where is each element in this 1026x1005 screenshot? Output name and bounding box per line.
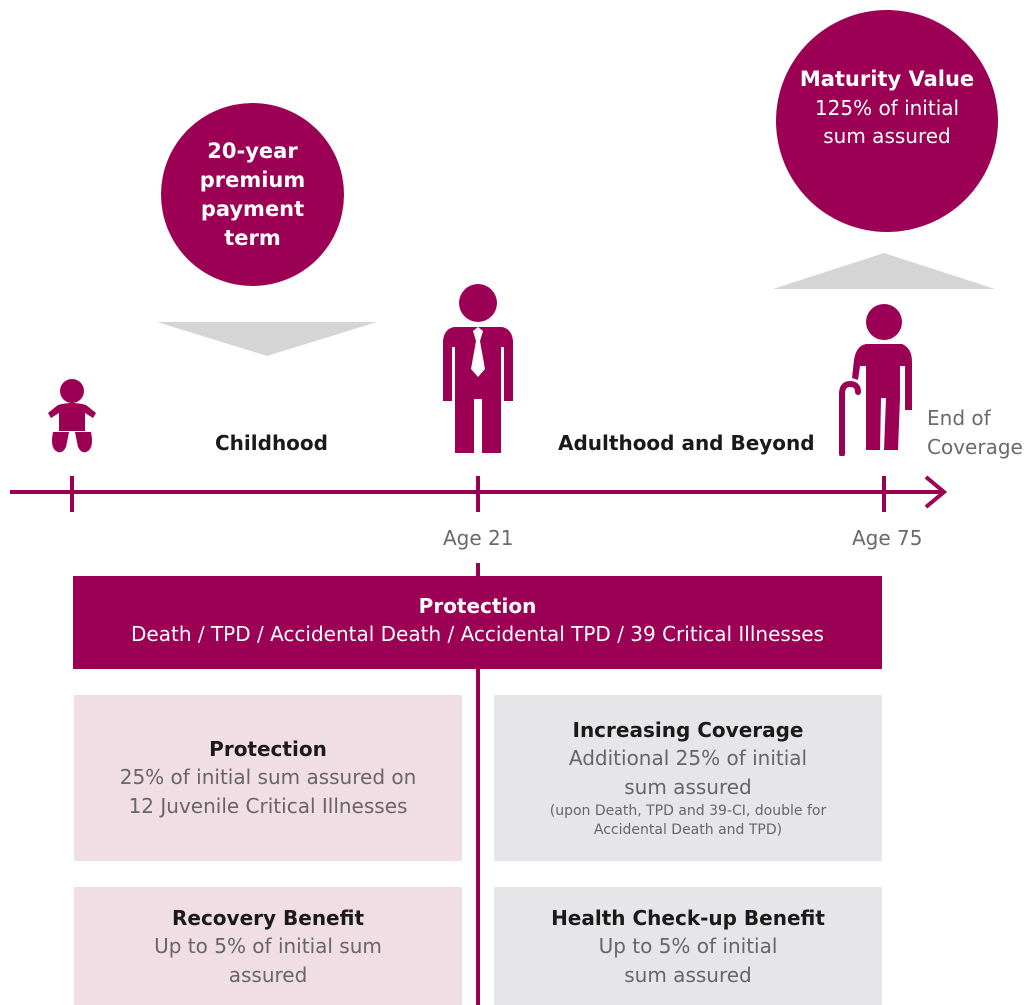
end-of-coverage-label: End of Coverage (927, 404, 1023, 462)
elderly-icon (839, 304, 912, 456)
increasing-title: Increasing Coverage (572, 718, 804, 742)
age-21-divider (476, 563, 480, 1005)
protection-band-subtitle: Death / TPD / Accidental Death / Acciden… (131, 622, 824, 646)
premium-line-3: payment (200, 196, 305, 221)
premium-term-circle: 20-year premium payment term (161, 103, 344, 286)
timeline-axis (10, 475, 948, 512)
health-line-2: sum assured (624, 963, 752, 987)
recovery-line-2: assured (228, 963, 308, 987)
baby-icon (48, 379, 96, 453)
increasing-note-2: Accidental Death and TPD) (593, 822, 783, 838)
age-21-label: Age 21 (443, 526, 514, 550)
maturity-line-1: 125% of initial (814, 95, 960, 120)
maturity-line-2: sum assured (823, 123, 951, 148)
recovery-benefit-box: Recovery Benefit Up to 5% of initial sum… (74, 887, 462, 1005)
end-label-line-2: Coverage (927, 435, 1023, 459)
increasing-line-2: sum assured (624, 775, 752, 799)
maturity-value-circle: Maturity Value 125% of initial sum assur… (776, 10, 998, 232)
maturity-title: Maturity Value (799, 66, 975, 91)
recovery-title: Recovery Benefit (171, 906, 365, 930)
juvenile-title: Protection (209, 737, 327, 761)
stage-adulthood-label: Adulthood and Beyond (558, 431, 815, 455)
increasing-note-1: (upon Death, TPD and 39-CI, double for (549, 803, 827, 819)
premium-pointer-triangle (157, 322, 377, 356)
juvenile-line-2: 12 Juvenile Critical Illnesses (128, 794, 408, 818)
premium-line-2: premium (199, 167, 306, 192)
juvenile-line-1: 25% of initial sum assured on (119, 765, 417, 789)
end-label-line-1: End of (927, 406, 991, 430)
protection-band: Protection Death / TPD / Accidental Deat… (73, 576, 882, 669)
age-75-label: Age 75 (852, 526, 923, 550)
health-line-1: Up to 5% of initial (598, 934, 778, 958)
protection-band-title: Protection (418, 594, 537, 618)
health-title: Health Check-up Benefit (551, 906, 825, 930)
health-checkup-box: Health Check-up Benefit Up to 5% of init… (494, 887, 882, 1005)
increasing-line-1: Additional 25% of initial (568, 746, 808, 770)
recovery-line-1: Up to 5% of initial sum (154, 934, 382, 958)
juvenile-protection-box: Protection 25% of initial sum assured on… (74, 695, 462, 861)
maturity-pointer-triangle (773, 253, 995, 289)
premium-line-4: term (224, 225, 281, 250)
stage-childhood-label: Childhood (215, 431, 328, 455)
adult-icon (443, 284, 513, 453)
increasing-coverage-box: Increasing Coverage Additional 25% of in… (494, 695, 882, 861)
premium-line-1: 20-year (207, 138, 298, 163)
